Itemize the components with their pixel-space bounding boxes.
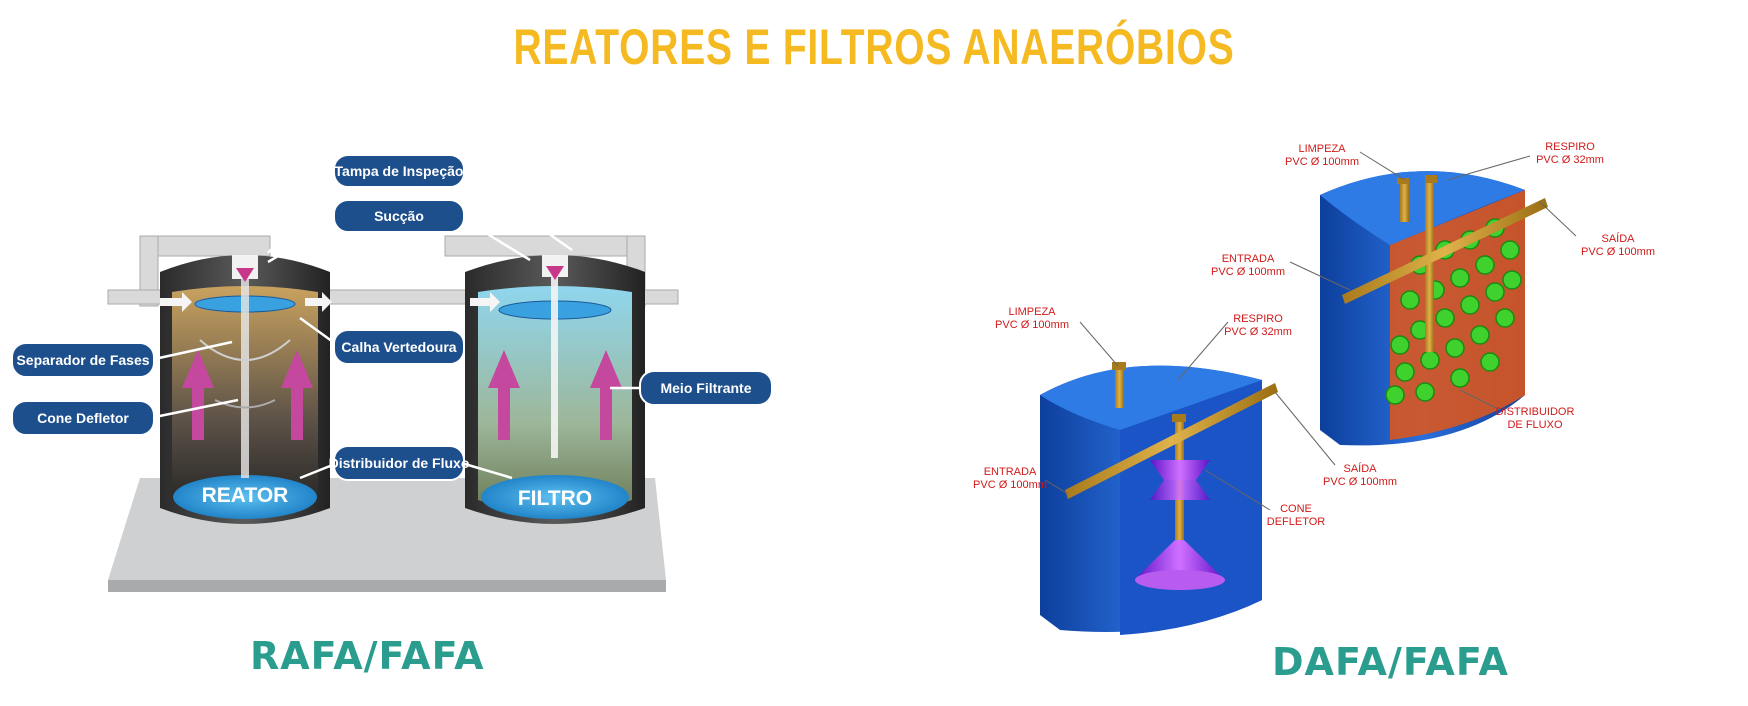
flow-arrow bbox=[488, 350, 520, 440]
label-saida-bottom: SAÍDA bbox=[1343, 462, 1377, 475]
reator-label: REATOR bbox=[202, 484, 289, 507]
svg-text:Meio Filtrante: Meio Filtrante bbox=[660, 380, 751, 396]
callout-succao: Sucção bbox=[333, 199, 465, 233]
svg-text:PVC Ø 100mm: PVC Ø 100mm bbox=[1285, 156, 1359, 168]
reactor-tank-3d bbox=[1040, 362, 1278, 635]
filtro-tank: FILTRO bbox=[465, 255, 645, 524]
svg-text:PVC Ø 32mm: PVC Ø 32mm bbox=[1536, 154, 1604, 166]
label-entrada-bottom: ENTRADA bbox=[984, 466, 1037, 478]
reator-tank: REATOR bbox=[160, 255, 332, 524]
label-cone-defletor: CONE bbox=[1280, 503, 1312, 515]
svg-text:Cone Defletor: Cone Defletor bbox=[37, 410, 129, 426]
label-respiro-top: RESPIRO bbox=[1545, 141, 1595, 153]
svg-text:PVC Ø 100mm: PVC Ø 100mm bbox=[1211, 266, 1285, 278]
svg-text:DEFLETOR: DEFLETOR bbox=[1267, 516, 1326, 528]
callout-separador: Separador de Fases bbox=[11, 342, 155, 378]
label-saida-top: SAÍDA bbox=[1601, 232, 1635, 245]
callout-meio: Meio Filtrante bbox=[639, 370, 773, 406]
callout-cone: Cone Defletor bbox=[11, 400, 155, 436]
label-distribuidor: DISTRIBUIDOR bbox=[1496, 406, 1575, 418]
svg-text:PVC Ø 32mm: PVC Ø 32mm bbox=[1224, 326, 1292, 338]
caption-dafa-fafa: DAFA/FAFA bbox=[1272, 640, 1509, 684]
callout-distribuidor: Distribuidor de Fluxo bbox=[329, 445, 470, 481]
svg-text:Sucção: Sucção bbox=[374, 208, 424, 224]
label-respiro-bottom: RESPIRO bbox=[1233, 313, 1283, 325]
flow-arrow bbox=[182, 350, 214, 440]
caption-rafa-fafa: RAFA/FAFA bbox=[250, 634, 485, 678]
svg-text:Separador de Fases: Separador de Fases bbox=[16, 352, 149, 368]
svg-text:PVC Ø 100mm: PVC Ø 100mm bbox=[973, 479, 1047, 491]
flow-arrow bbox=[281, 350, 313, 440]
callout-tampa: Tampa de Inspeção bbox=[333, 154, 465, 188]
label-limpeza-top: LIMPEZA bbox=[1298, 143, 1346, 155]
svg-text:DE FLUXO: DE FLUXO bbox=[1507, 419, 1562, 431]
dafa-fafa-diagram: LIMPEZA PVC Ø 100mm RESPIRO PVC Ø 32mm S… bbox=[973, 141, 1655, 635]
callout-calha: Calha Vertedoura bbox=[333, 329, 465, 365]
filter-tank-3d bbox=[1320, 171, 1548, 446]
svg-text:PVC Ø 100mm: PVC Ø 100mm bbox=[1581, 246, 1655, 258]
svg-text:Distribuidor de Fluxo: Distribuidor de Fluxo bbox=[329, 455, 470, 471]
page-title: REATORES E FILTROS ANAERÓBIOS bbox=[513, 19, 1235, 75]
flow-arrow bbox=[590, 350, 622, 440]
svg-text:Calha Vertedoura: Calha Vertedoura bbox=[341, 339, 456, 355]
label-entrada-top: ENTRADA bbox=[1222, 253, 1275, 265]
svg-text:Tampa de Inspeção: Tampa de Inspeção bbox=[335, 163, 464, 179]
top-frame bbox=[139, 235, 271, 257]
rafa-fafa-diagram: REATOR FILTRO bbox=[11, 154, 773, 592]
svg-text:PVC Ø 100mm: PVC Ø 100mm bbox=[1323, 476, 1397, 488]
label-limpeza-bottom: LIMPEZA bbox=[1008, 306, 1056, 318]
filtro-label: FILTRO bbox=[518, 487, 592, 510]
leader-lines-right bbox=[1044, 151, 1577, 511]
svg-text:PVC Ø 100mm: PVC Ø 100mm bbox=[995, 319, 1069, 331]
